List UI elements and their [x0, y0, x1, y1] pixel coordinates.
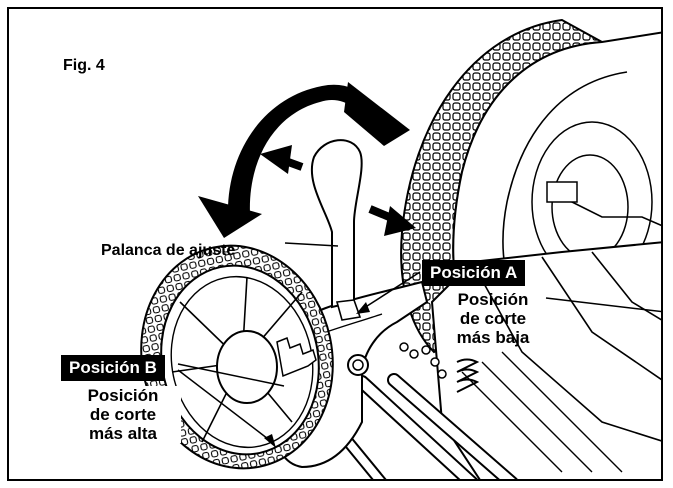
- figure-frame: Fig. 4 Palanca de ajuste Posición A Posi…: [7, 7, 663, 481]
- position-a-line-1: Posición: [457, 290, 529, 309]
- lever-label: Palanca de ajuste: [101, 242, 236, 259]
- roller-rods: [326, 373, 518, 479]
- adjustment-lever: [310, 139, 363, 321]
- double-arrow-icon: [198, 82, 410, 238]
- leader-arrowhead-a: [356, 302, 370, 314]
- position-b-line-1: Posición: [87, 386, 159, 405]
- position-a-line-3: más baja: [456, 328, 530, 347]
- position-b-badge: Posición B: [61, 355, 165, 381]
- position-a-description: Posición de corte más baja: [426, 290, 560, 347]
- reel-housing: [399, 181, 661, 479]
- lawn-mower-illustration: [140, 18, 661, 479]
- direction-arrows-icon: [260, 145, 416, 236]
- position-b-line-2: de corte: [89, 405, 157, 424]
- leader-arrowhead-b: [264, 434, 276, 448]
- small-wheel: [140, 244, 334, 470]
- position-b-description: Posición de corte más alta: [65, 386, 181, 443]
- position-a-line-2: de corte: [459, 309, 527, 328]
- position-a-badge: Posición A: [422, 260, 526, 286]
- leader-lines: [177, 242, 661, 443]
- figure-label: Fig. 4: [63, 57, 105, 74]
- position-b-line-3: más alta: [88, 424, 158, 443]
